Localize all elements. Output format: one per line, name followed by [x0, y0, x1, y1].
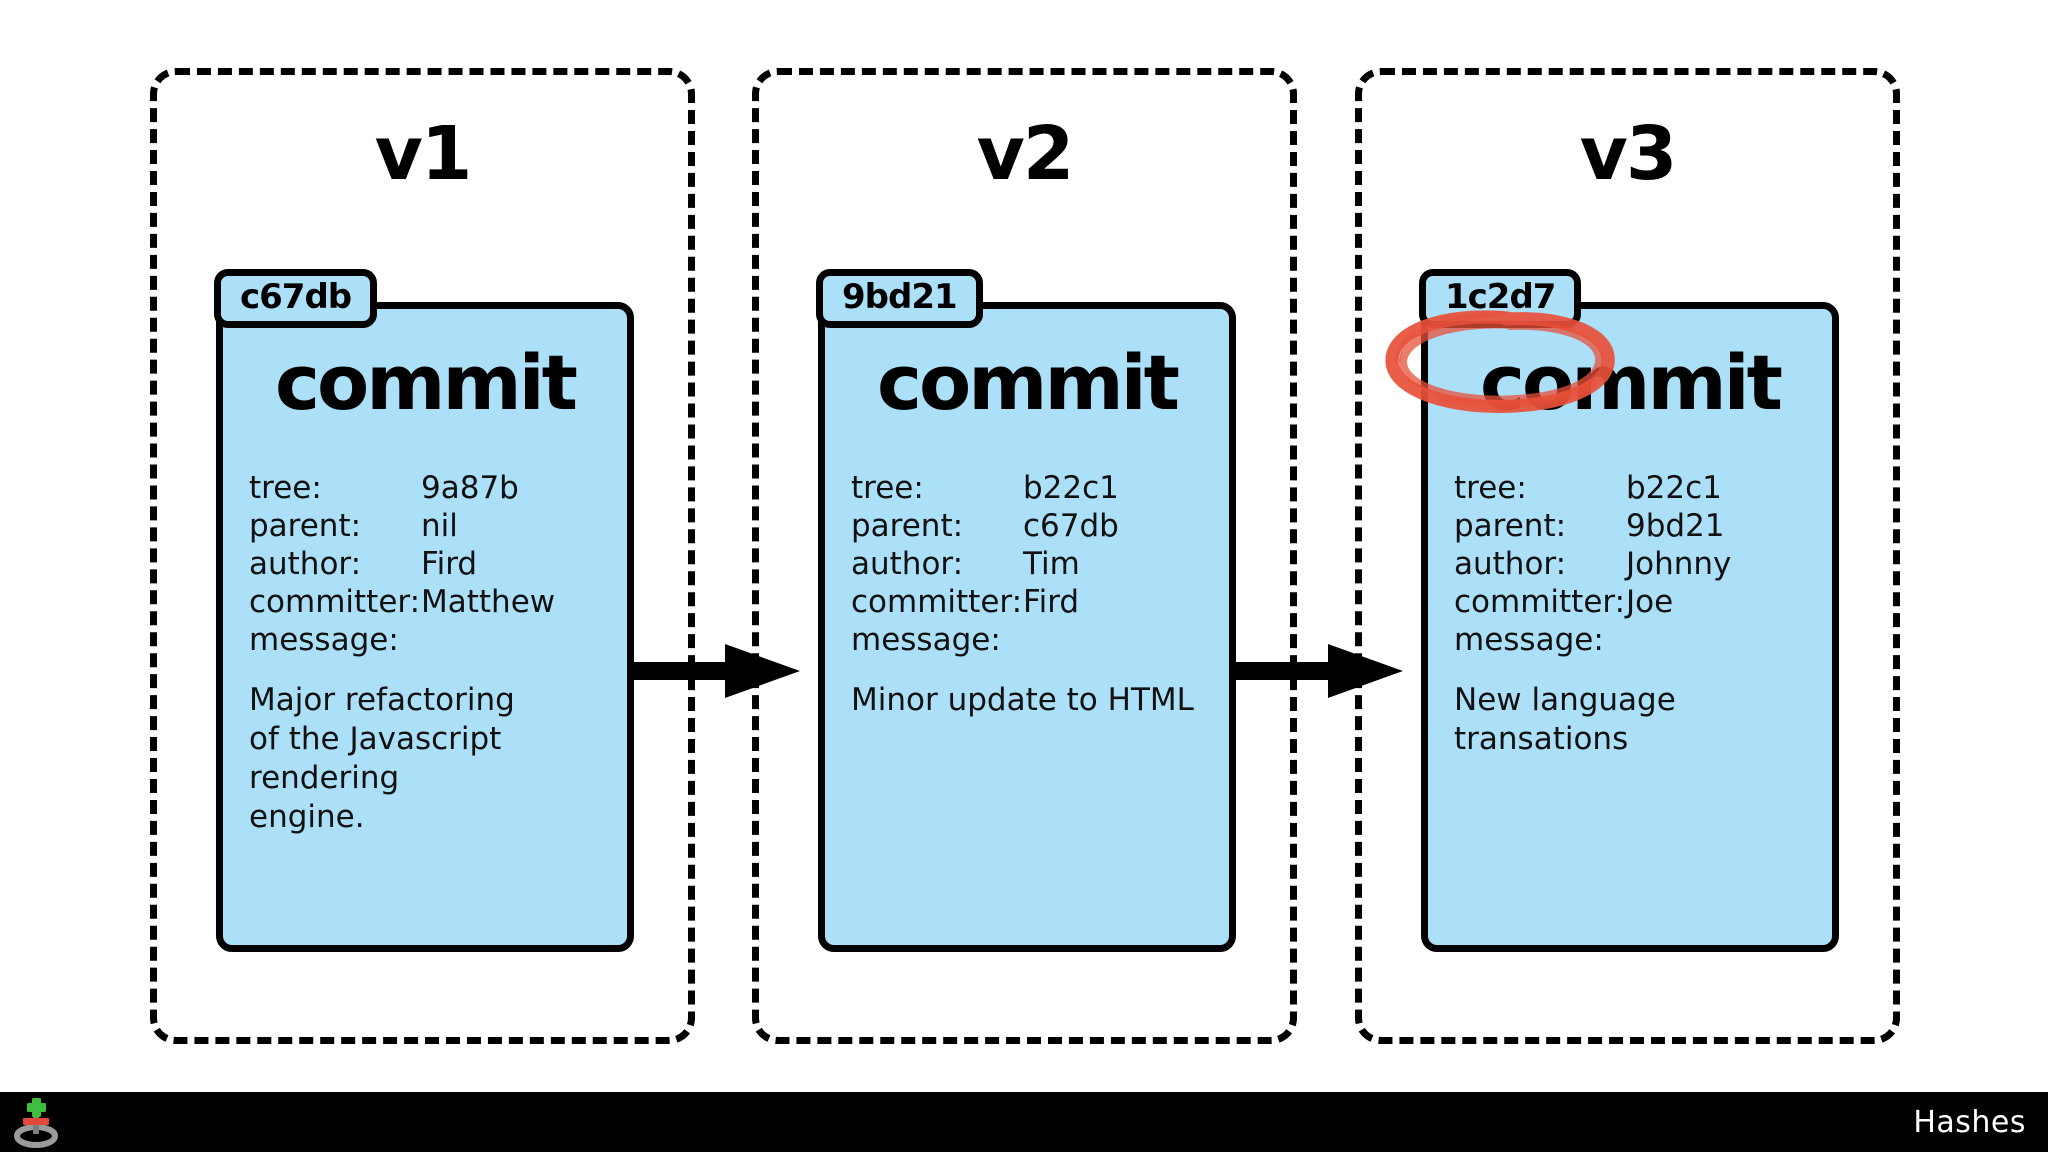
field-row-tree: tree: b22c1 [1454, 473, 1814, 511]
commit-card-9bd21[interactable]: 9bd21 commit tree: b22c1 parent: c67db a… [816, 269, 1236, 952]
field-key: tree: [249, 470, 322, 506]
commit-message-body: New language transations [1454, 682, 1676, 757]
commit-hash-tab[interactable]: 1c2d7 [1419, 269, 1582, 328]
version-group-v2: v2 [752, 68, 1297, 1044]
commit-title: commit [876, 338, 1180, 427]
field-key: committer: [1454, 584, 1626, 620]
field-row-committer: committer: Matthew [249, 587, 609, 625]
field-row-parent: parent: c67db [851, 511, 1211, 549]
field-key: committer: [249, 584, 421, 620]
field-value: b22c1 [1023, 470, 1119, 506]
field-row-tree: tree: 9a87b [249, 473, 609, 511]
field-row-author: author: Johnny [1454, 549, 1814, 587]
field-row-committer: committer: Fird [851, 587, 1211, 625]
field-row-author: author: Fird [249, 549, 609, 587]
commit-fields: tree: 9a87b parent: nil author: Fird com… [249, 473, 609, 663]
right-arrow-icon [630, 644, 800, 698]
commit-hash-tab[interactable]: 9bd21 [816, 269, 983, 328]
field-value: c67db [1023, 508, 1119, 544]
version-label-v1: v1 [374, 111, 473, 197]
commit-hash-tab[interactable]: c67db [214, 269, 378, 328]
field-row-tree: tree: b22c1 [851, 473, 1211, 511]
field-key: message: [249, 622, 399, 658]
commit-card-c67db[interactable]: c67db commit tree: 9a87b parent: nil aut… [214, 269, 634, 952]
commit-fields: tree: b22c1 parent: 9bd21 author: Johnny… [1454, 473, 1814, 663]
version-group-v3: v3 [1355, 68, 1900, 1044]
field-value: Johnny [1626, 546, 1732, 582]
field-key: parent: [249, 508, 362, 544]
field-key: author: [851, 546, 964, 582]
commit-fields: tree: b22c1 parent: c67db author: Tim co… [851, 473, 1211, 663]
field-row-message: message: [851, 625, 1211, 663]
commit-message-body: Major refactoring of the Javascript rend… [249, 682, 515, 835]
slide-caption: Hashes [1913, 1104, 2026, 1140]
version-label-v2: v2 [976, 111, 1075, 197]
field-value: Matthew [421, 584, 556, 620]
commit-title: commit [1479, 338, 1783, 427]
field-value: Fird [421, 546, 478, 582]
field-row-message: message: [1454, 625, 1814, 663]
commit-title: commit [274, 338, 578, 427]
field-value: 9bd21 [1626, 508, 1725, 544]
git-plus-logo-icon [14, 1098, 58, 1148]
field-key: tree: [851, 470, 924, 506]
field-key: author: [249, 546, 362, 582]
field-value: 9a87b [421, 470, 519, 506]
bottom-bar: Hashes [0, 1092, 2048, 1152]
field-row-parent: parent: 9bd21 [1454, 511, 1814, 549]
slide-canvas: v1 v2 v3 c67db commit tree: 9a87b parent… [150, 68, 1900, 1044]
field-row-committer: committer: Joe [1454, 587, 1814, 625]
field-key: parent: [851, 508, 964, 544]
right-arrow-icon [1233, 644, 1403, 698]
field-value: Fird [1023, 584, 1080, 620]
field-value: Joe [1626, 584, 1674, 620]
field-key: parent: [1454, 508, 1567, 544]
field-value: nil [421, 508, 458, 544]
commit-card-1c2d7[interactable]: 1c2d7 commit tree: b22c1 parent: 9bd21 a… [1419, 269, 1839, 952]
commit-message-body: Minor update to HTML [851, 682, 1194, 718]
field-row-parent: parent: nil [249, 511, 609, 549]
version-label-v3: v3 [1579, 111, 1678, 197]
version-group-v1: v1 [150, 68, 695, 1044]
field-key: tree: [1454, 470, 1527, 506]
field-row-message: message: [249, 625, 609, 663]
field-row-author: author: Tim [851, 549, 1211, 587]
field-value: Tim [1023, 546, 1080, 582]
field-key: message: [1454, 622, 1604, 658]
field-key: author: [1454, 546, 1567, 582]
field-value: b22c1 [1626, 470, 1722, 506]
field-key: committer: [851, 584, 1023, 620]
field-key: message: [851, 622, 1001, 658]
